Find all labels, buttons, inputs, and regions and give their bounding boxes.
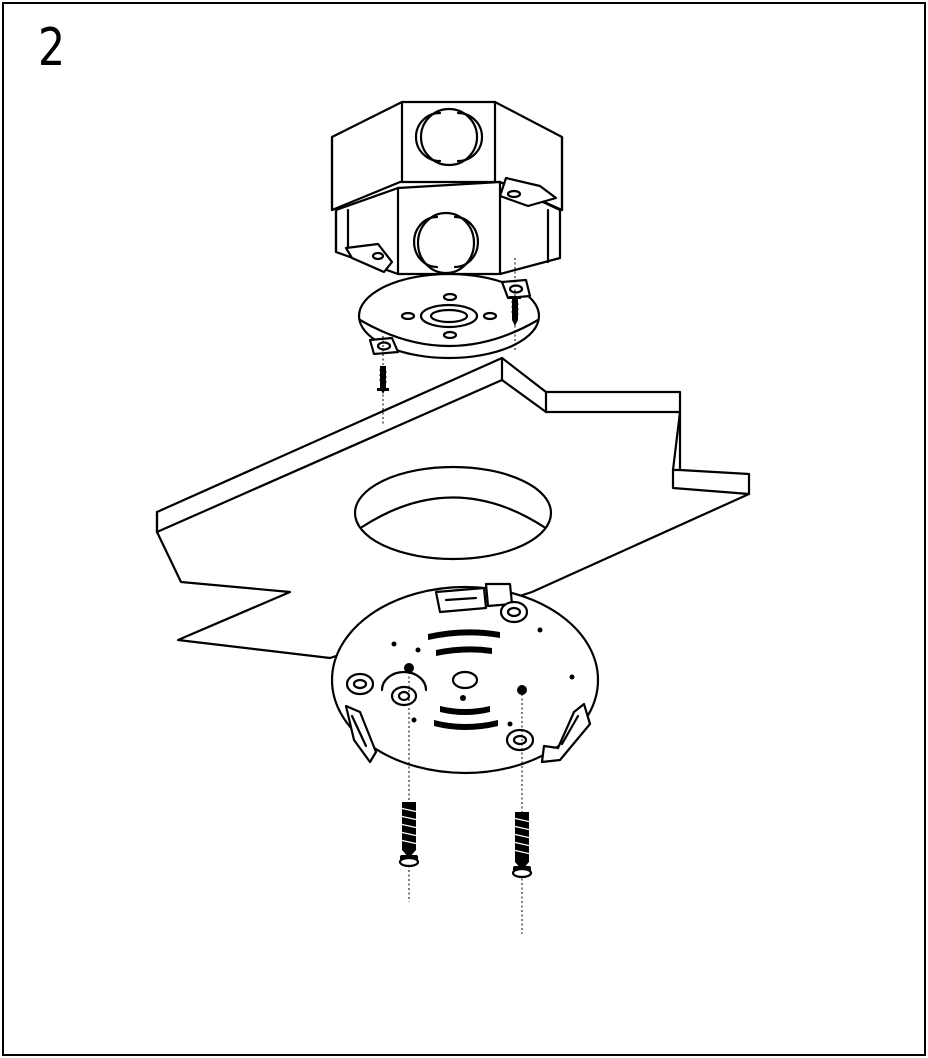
- screw-small-right: [509, 258, 521, 352]
- plate-center-hole: [451, 670, 479, 690]
- plate-slot-left: [376, 341, 392, 351]
- box-ear-left: [344, 242, 394, 274]
- mud-ring-plate: [357, 272, 541, 360]
- plate-slot-right: [508, 284, 524, 294]
- junction-box: [330, 100, 564, 276]
- box-ear-right: [498, 176, 558, 208]
- screw-small-left: [377, 336, 389, 425]
- ceiling-panel: [155, 356, 751, 660]
- knockout-upper: [414, 107, 484, 167]
- screw-large-left: [398, 672, 420, 902]
- plate-tab-right: [540, 702, 592, 764]
- screw-large-right: [511, 694, 533, 934]
- step-number: 2: [38, 18, 66, 78]
- knockout-lower: [413, 211, 479, 275]
- ceiling-hole: [353, 465, 553, 561]
- mounting-plate: [330, 582, 600, 775]
